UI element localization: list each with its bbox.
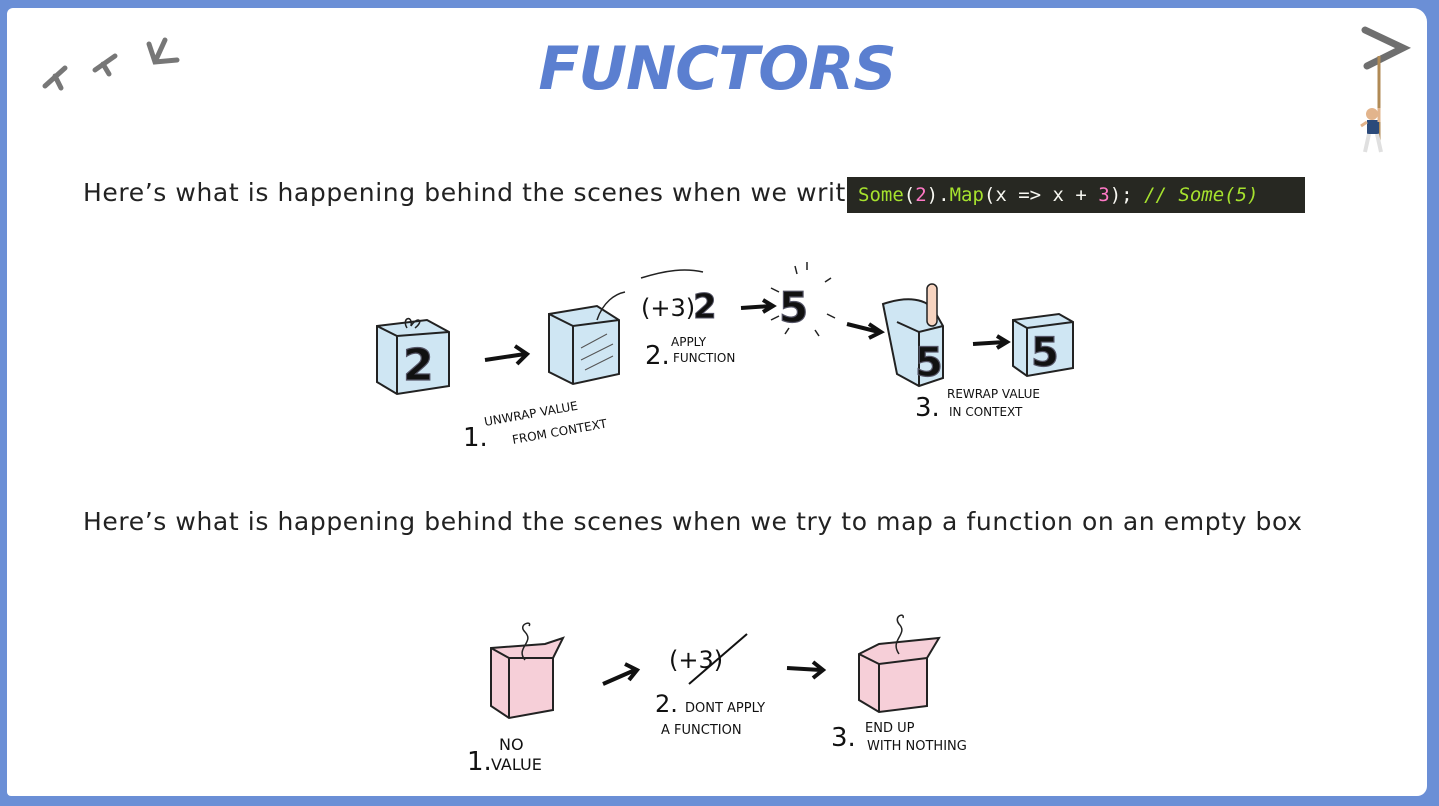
- slide: FUNCTORS Here’s what is happening behind…: [7, 8, 1427, 796]
- function-label: (+3): [669, 646, 723, 674]
- arrow-icon: [740, 298, 777, 314]
- box-value: 5: [1031, 330, 1059, 376]
- step3-label-line1: REWRAP VALUE: [947, 387, 1040, 401]
- step1-number: 1.: [463, 423, 488, 453]
- step1-label-line2: VALUE: [491, 755, 542, 774]
- nothing-box: [858, 614, 941, 714]
- cross-out-icon: [688, 633, 748, 685]
- code-lambda: (x => x +: [983, 184, 1099, 206]
- step2-label-line1: DONT APPLY: [685, 701, 765, 716]
- function-label: (+3): [641, 294, 695, 322]
- arrow-icon: [972, 334, 1011, 350]
- step3-label-line2: IN CONTEXT: [949, 405, 1023, 419]
- step2-label-line2: A FUNCTION: [661, 723, 742, 738]
- step3-number: 3.: [831, 723, 856, 753]
- code-punct: (: [903, 184, 916, 206]
- empty-box: [490, 622, 565, 720]
- wrapped-result-box: 5: [1012, 312, 1074, 378]
- step1-number: 1.: [467, 747, 492, 777]
- code-punct: );: [1109, 184, 1133, 206]
- box-value: 2: [403, 340, 434, 391]
- functor-map-diagram: 2 1. UNWRAP VALUE FROM CONTEXT (+3) 2 2.…: [376, 262, 1074, 453]
- step2-label-line2: FUNCTION: [673, 351, 735, 365]
- step2-number: 2.: [655, 690, 678, 718]
- arrow-icon: [602, 662, 641, 686]
- code-some: Some: [858, 184, 904, 206]
- step3-number: 3.: [915, 393, 940, 423]
- intro-text-empty: Here’s what is happening behind the scen…: [83, 507, 1303, 536]
- wrapped-value-box: 2: [376, 317, 450, 396]
- result-value: 5: [770, 262, 836, 337]
- code-punct: ).: [926, 184, 950, 206]
- code-number: 3: [1098, 184, 1110, 206]
- step2-number: 2.: [645, 341, 670, 371]
- page-title: FUNCTORS: [538, 34, 896, 104]
- intro-text-mapped: Here’s what is happening behind the scen…: [83, 178, 862, 207]
- result-number: 5: [779, 283, 808, 332]
- box-value: 5: [915, 340, 943, 386]
- lambda-decoration-icon: [42, 37, 180, 91]
- rewrap-box: 5: [881, 283, 944, 388]
- arrow-icon: [786, 660, 827, 680]
- arrow-icon: [484, 344, 531, 366]
- climber-decoration-icon: [1360, 26, 1411, 153]
- code-number: 2: [915, 184, 927, 206]
- step3-label-line1: END UP: [865, 721, 915, 736]
- code-comment: // Some(5): [1132, 184, 1259, 206]
- code-snippet: Some(2).Map(x => x + 3); // Some(5): [847, 177, 1305, 213]
- empty-box-diagram: 1. NO VALUE (+3) 2. DONT APPLY A FUNCTIO…: [467, 614, 967, 777]
- function-input-value: 2: [693, 287, 717, 327]
- arrow-icon: [846, 322, 885, 340]
- open-box: [548, 291, 626, 386]
- step3-label-line2: WITH NOTHING: [867, 739, 967, 754]
- code-map: Map: [949, 184, 984, 206]
- step2-label-line1: APPLY: [671, 335, 707, 349]
- step1-label-line1: NO: [499, 735, 524, 754]
